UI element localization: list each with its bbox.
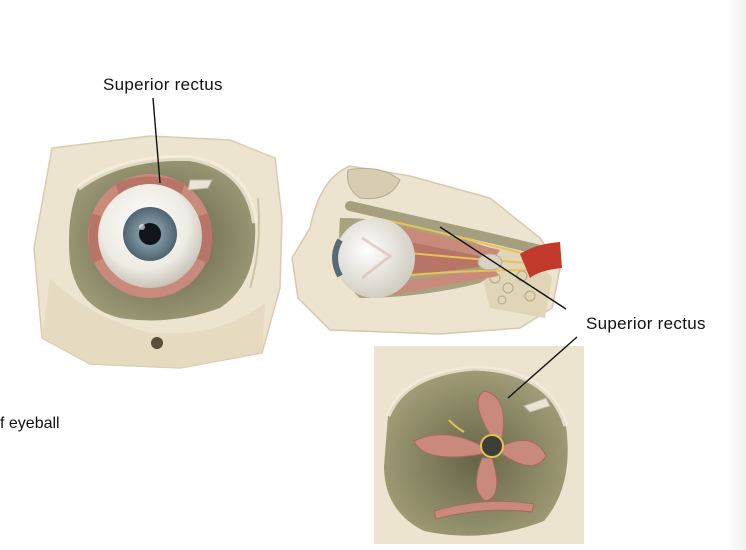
lateral-eyeball [335,218,415,298]
orbit-anterior-view [33,135,283,369]
inferior-rectus-muscle [475,457,498,502]
cornea [332,238,343,278]
superior-rectus-muscle [477,390,504,439]
page-edge-shadow [726,0,746,550]
leader-line-right-upper [439,226,567,310]
lateral-rectus-muscle [501,439,547,466]
foramen [151,337,163,349]
caption-fragment: f eyeball [0,415,60,432]
medial-rectus-muscle [413,434,483,458]
frontal-sinus [347,167,401,200]
superior-rectus-label-right: Superior rectus [586,314,706,333]
internal-carotid-artery [520,242,562,278]
optic-nerve [477,253,503,271]
orbit-roof [345,201,545,255]
inferior-oblique-muscle [433,500,535,520]
superior-rectus-label-top: Superior rectus [103,75,223,94]
leader-line-right-lower [507,336,578,399]
orbit-rim-highlight [76,154,258,224]
leader-line-top [152,97,161,184]
bone-shading [42,278,265,368]
nerves [384,219,541,277]
orbit-posterior-view [374,346,584,544]
muscle-cone [413,390,547,520]
annulus-of-zinn [480,434,504,458]
